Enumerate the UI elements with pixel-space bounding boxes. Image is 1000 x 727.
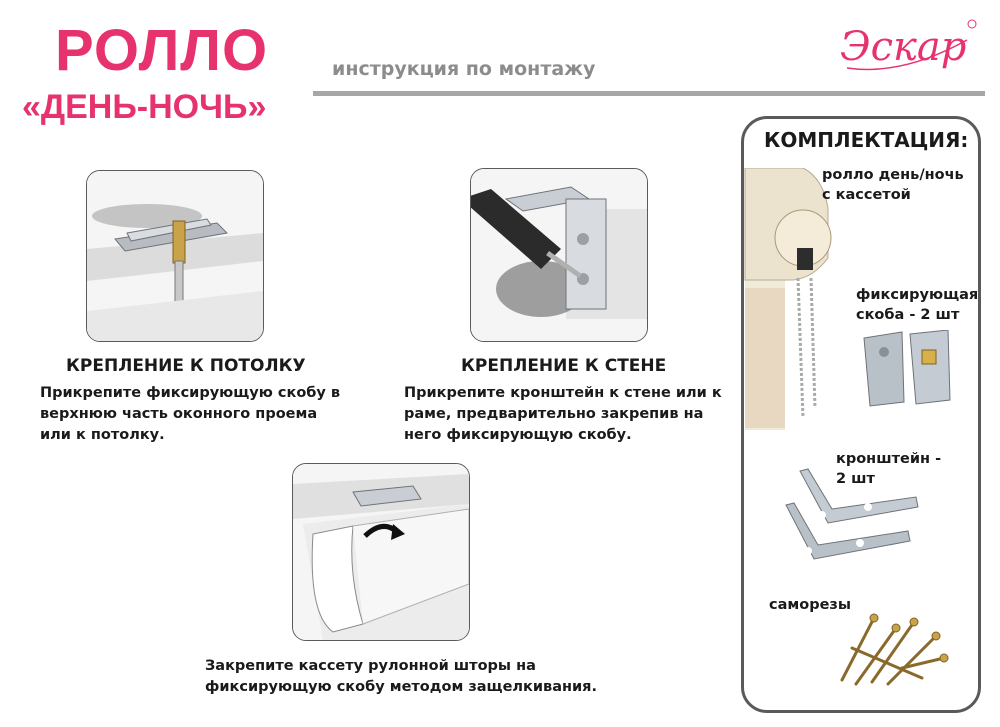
title-line-2: «ДЕНЬ-НОЧЬ» bbox=[22, 88, 267, 126]
snap-cassette-illustration-icon bbox=[293, 464, 469, 640]
brand-logo-text: Эскар bbox=[840, 24, 966, 70]
wall-mount-heading: КРЕПЛЕНИЕ К СТЕНЕ bbox=[461, 356, 667, 376]
roller-blind-cassette-icon bbox=[744, 168, 832, 430]
brand-logo-icon: Эскар bbox=[840, 19, 977, 71]
wall-mount-illustration-icon bbox=[471, 169, 647, 341]
kit-title: КОМПЛЕКТАЦИЯ: bbox=[764, 128, 969, 152]
subtitle: инструкция по монтажу bbox=[332, 58, 596, 80]
kit-item-screws-label: саморезы bbox=[769, 597, 851, 613]
ceiling-mount-text: Прикрепите фиксирующую скобу в верхнюю ч… bbox=[40, 385, 341, 443]
fixing-bracket-icon bbox=[863, 330, 951, 407]
screws-icon bbox=[840, 613, 949, 686]
wall-mount-photo bbox=[470, 168, 648, 342]
title-line-1: РОЛЛО bbox=[55, 18, 269, 83]
ceiling-mount-photo bbox=[86, 170, 264, 342]
wall-mount-text: Прикрепите кронштейн к стене или к раме,… bbox=[404, 385, 722, 443]
header-divider bbox=[313, 91, 985, 96]
angle-bracket-icon bbox=[785, 468, 919, 560]
snap-cassette-photo bbox=[292, 463, 470, 641]
ceiling-mount-heading: КРЕПЛЕНИЕ К ПОТОЛКУ bbox=[66, 356, 306, 376]
snap-cassette-text: Закрепите кассету рулонной шторы на фикс… bbox=[205, 658, 597, 695]
ceiling-mount-illustration-icon bbox=[87, 171, 263, 341]
kit-item-fixing-bracket-label: фиксирующая скоба - 2 шт bbox=[856, 287, 979, 323]
kit-item-cassette-label: ролло день/ночь с кассетой bbox=[822, 167, 964, 203]
kit-item-angle-bracket-label: кронштейн - 2 шт bbox=[836, 451, 942, 487]
